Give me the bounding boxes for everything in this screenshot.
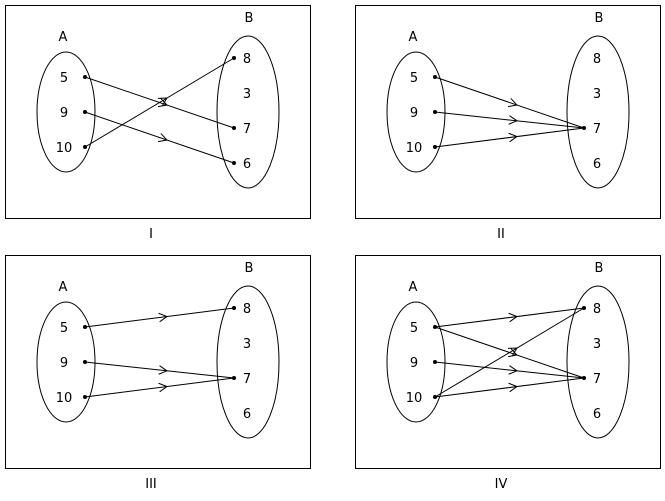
- set-a-ellipse: [36, 51, 96, 173]
- panel-frame: [5, 5, 311, 219]
- set-a-element: 5: [60, 321, 68, 336]
- panel-III: III A B 5 9 10 8 3 7 6: [5, 255, 311, 492]
- set-b-element: 6: [593, 157, 601, 172]
- set-b-label: B: [595, 11, 604, 26]
- set-a-element: 9: [410, 106, 418, 121]
- set-b-element: 6: [593, 407, 601, 422]
- arrowhead-icon: [158, 365, 168, 375]
- panel-frame: [5, 255, 311, 469]
- set-b-ellipse: [216, 285, 280, 439]
- arrowhead-icon: [157, 97, 168, 107]
- set-b-element: 8: [243, 52, 251, 67]
- set-b-element: 3: [593, 87, 601, 102]
- set-a-element: 10: [56, 391, 73, 406]
- mapping-arrow-9-to-6: [84, 111, 235, 164]
- panel-II: II A B 5 9 10 8 3 7 6: [355, 5, 661, 242]
- set-b-label: B: [595, 261, 604, 276]
- arrowhead-icon: [508, 365, 518, 375]
- set-a-ellipse: [36, 301, 96, 423]
- mapping-arrow-9-to-7: [434, 361, 585, 379]
- mapping-arrow-9-to-7: [434, 111, 585, 129]
- panel-IV: IV A B 5 9 10 8 3 7 6: [355, 255, 661, 492]
- mapping-arrow-10-to-7: [434, 377, 585, 398]
- panel-frame: [355, 5, 661, 219]
- set-a-element: 10: [56, 141, 73, 156]
- panel-label: IV: [495, 477, 508, 492]
- panel-I: I A B 5 9 10 8 3 7 6: [5, 5, 311, 242]
- mapping-arrow-10-to-8: [84, 57, 235, 148]
- set-b-element: 3: [243, 337, 251, 352]
- panel-frame: [355, 255, 661, 469]
- arrowhead-icon: [507, 347, 518, 357]
- set-b-element: 7: [243, 372, 251, 387]
- arrowhead-icon: [158, 382, 168, 393]
- set-b-label: B: [245, 11, 254, 26]
- set-b-element: 7: [593, 372, 601, 387]
- mapping-arrow-10-to-7: [434, 127, 585, 148]
- set-a-element: 5: [410, 71, 418, 86]
- arrowhead-icon: [508, 382, 518, 393]
- mapping-arrow-5-to-8: [434, 307, 585, 328]
- set-b-element: 8: [593, 302, 601, 317]
- set-a-ellipse: [386, 51, 446, 173]
- set-b-element: 3: [243, 87, 251, 102]
- arrowhead-icon: [157, 133, 168, 143]
- set-a-element: 10: [406, 141, 423, 156]
- set-b-element: 6: [243, 157, 251, 172]
- mapping-arrow-9-to-7: [84, 361, 235, 379]
- panel-label: II: [497, 227, 505, 242]
- set-a-element: 9: [60, 356, 68, 371]
- set-a-element: 5: [60, 71, 68, 86]
- set-a-label: A: [59, 280, 68, 295]
- arrowhead-icon: [158, 312, 168, 323]
- set-a-label: A: [409, 30, 418, 45]
- set-b-label: B: [245, 261, 254, 276]
- set-a-element: 5: [410, 321, 418, 336]
- panel-label: I: [149, 227, 153, 242]
- mapping-arrow-10-to-8: [434, 307, 585, 398]
- set-b-element: 7: [593, 122, 601, 137]
- arrowhead-icon: [508, 132, 518, 143]
- set-a-ellipse: [386, 301, 446, 423]
- mapping-arrow-5-to-7: [434, 76, 585, 129]
- mapping-arrow-10-to-7: [84, 377, 235, 398]
- set-a-element: 9: [60, 106, 68, 121]
- set-b-element: 8: [243, 302, 251, 317]
- panel-label: III: [145, 477, 157, 492]
- arrowhead-icon: [507, 98, 518, 108]
- set-a-element: 9: [410, 356, 418, 371]
- set-a-element: 10: [406, 391, 423, 406]
- set-b-element: 8: [593, 52, 601, 67]
- mapping-arrow-5-to-8: [84, 307, 235, 328]
- set-a-label: A: [59, 30, 68, 45]
- set-a-label: A: [409, 280, 418, 295]
- arrowhead-icon: [508, 115, 518, 125]
- set-b-ellipse: [566, 35, 630, 189]
- set-b-element: 3: [593, 337, 601, 352]
- set-b-element: 7: [243, 122, 251, 137]
- set-b-ellipse: [566, 285, 630, 439]
- set-b-element: 6: [243, 407, 251, 422]
- set-b-ellipse: [216, 35, 280, 189]
- arrowhead-icon: [508, 312, 518, 323]
